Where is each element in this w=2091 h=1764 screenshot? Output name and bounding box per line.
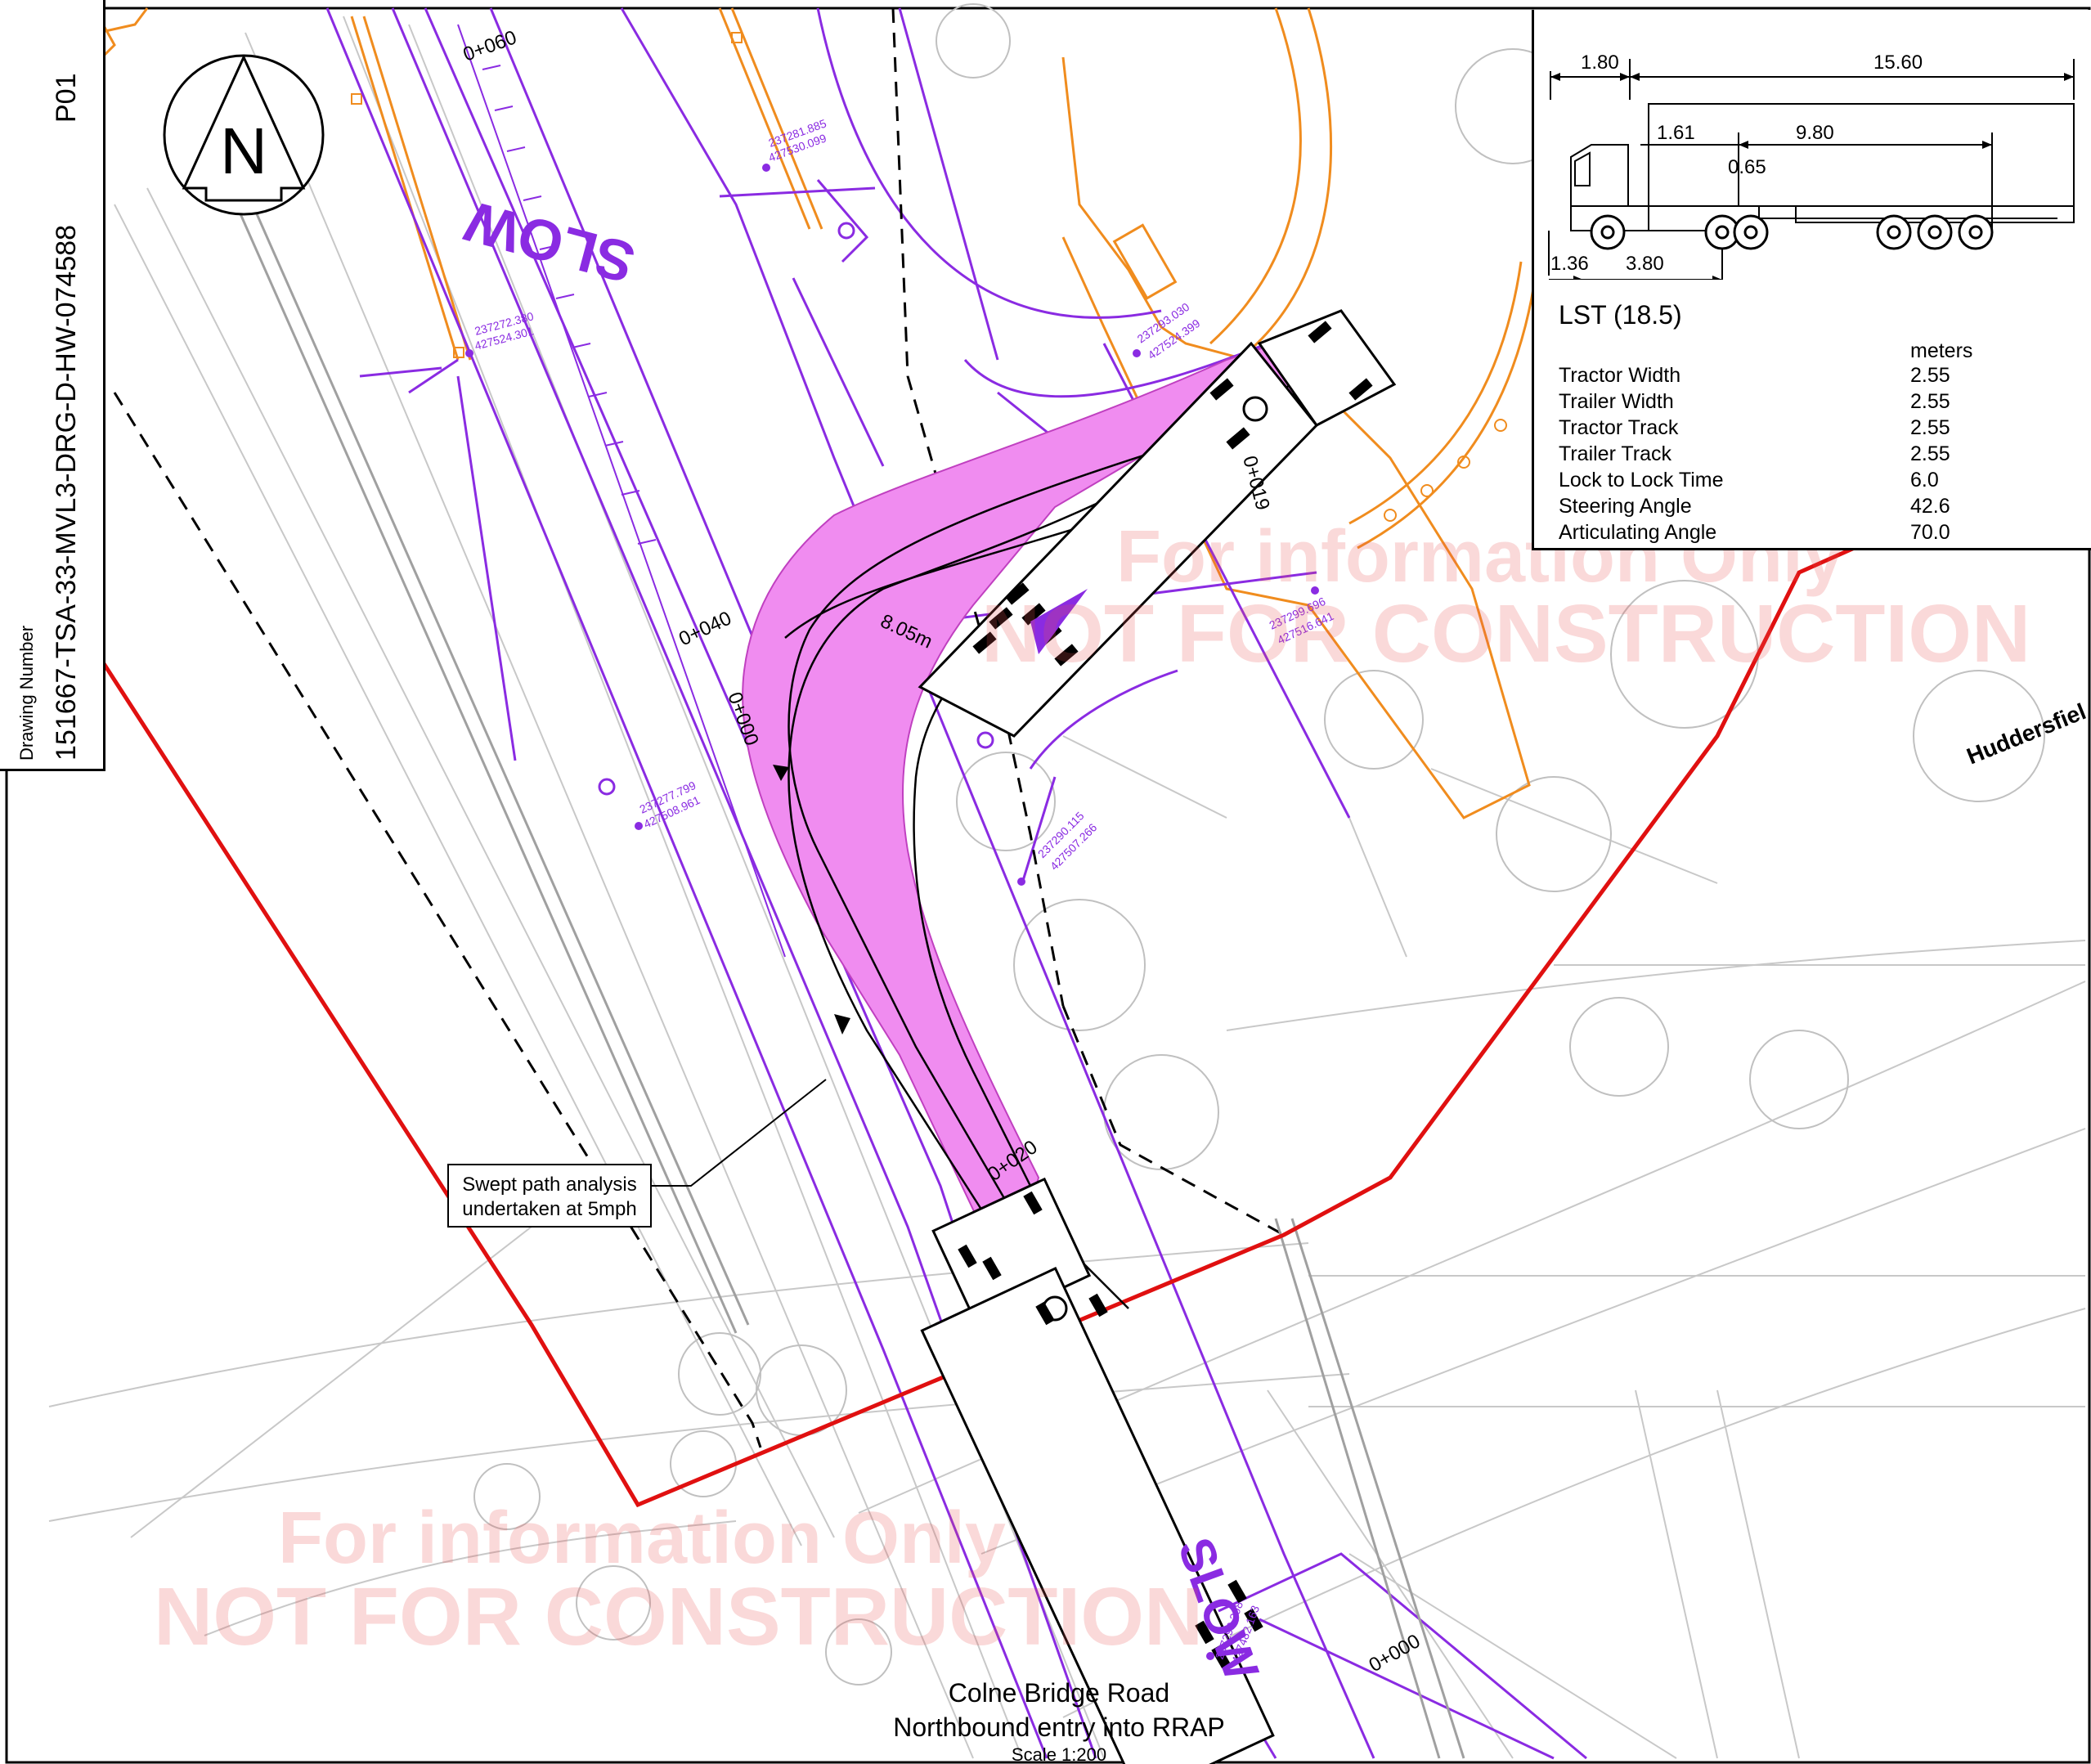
- spec-label: Trailer Track: [1559, 442, 1671, 465]
- kerb-line-grey: [227, 187, 1465, 1759]
- dim-tractor-wheelbase: 3.80: [1626, 253, 1664, 275]
- orange-markers: [351, 32, 1507, 522]
- site-boundary-line: [101, 505, 1948, 1508]
- spec-label: Articulating Angle: [1559, 521, 1717, 544]
- chainage-label-0060: 0+060: [460, 26, 520, 65]
- spec-value: 70.0: [1910, 521, 1950, 544]
- footer-title-line-2: Northbound entry into RRAP: [893, 1712, 1225, 1742]
- spec-value: 42.6: [1910, 495, 1950, 518]
- watermark-lower-line-1: For information Only: [278, 1497, 1006, 1579]
- chainage-centreline: [457, 24, 786, 958]
- dashed-boundaries: [113, 7, 1285, 1448]
- dim-front-overhang: 1.61: [1657, 122, 1695, 144]
- sheet-border: [5, 7, 2091, 1764]
- note-line-1: Swept path analysis: [462, 1174, 636, 1196]
- spec-label: Tractor Track: [1559, 416, 1679, 439]
- vehicle-start-wheels: [958, 1191, 1263, 1669]
- watermark-lower-line-2: NOT FOR CONSTRUCTION: [154, 1571, 1204, 1663]
- drawing-number-label: Drawing Number: [16, 625, 37, 761]
- road-name-label: Huddersfiel: [1963, 698, 2089, 769]
- utility-lines: [325, 7, 1587, 1760]
- spec-value: 2.55: [1910, 442, 1950, 465]
- units-header: meters: [1910, 339, 1973, 362]
- vehicle-diagram: 1.80 15.60 1.61 9.80 0.65 1.36 3.80: [1548, 52, 2075, 280]
- orange-features: [92, 7, 1539, 819]
- drawing-number: 151667-TSA-33-MVL3-DRG-D-HW-074588: [51, 224, 82, 761]
- chainage-label-0000-south: 0+000: [1366, 1630, 1425, 1676]
- revision-code: P01: [51, 73, 82, 123]
- dim-cab-length: 1.80: [1581, 52, 1619, 74]
- spec-value: 2.55: [1910, 364, 1950, 387]
- chainage-label-0040: 0+040: [675, 607, 735, 650]
- dim-overall-length: 15.60: [1873, 52, 1923, 74]
- north-arrow-label: N: [220, 114, 267, 187]
- spec-label: Steering Angle: [1559, 495, 1692, 518]
- note-line-2: undertaken at 5mph: [462, 1198, 636, 1220]
- survey-background-lines: [48, 16, 2086, 1759]
- footer-scale: Scale 1:200: [1012, 1744, 1106, 1764]
- road-marking-slow-north: SLOW: [459, 189, 641, 295]
- vehicle-info-panel: 1.80 15.60 1.61 9.80 0.65 1.36 3.80 LST …: [1532, 10, 2091, 550]
- spec-value: 2.55: [1910, 416, 1950, 439]
- dim-coupling-offset: 0.65: [1728, 156, 1766, 178]
- swept-path-envelope: [742, 342, 1344, 1237]
- spec-value: 2.55: [1910, 390, 1950, 413]
- note-box: [447, 1164, 652, 1228]
- watermark-upper-line-2: NOT FOR CONSTRUCTION: [981, 588, 2031, 680]
- vehicle-name: LST (18.5): [1559, 300, 1682, 330]
- vehicle-start-outline: [920, 1177, 1275, 1764]
- dim-trailer-wheelbase: 9.80: [1796, 122, 1834, 144]
- road-arrow-marking: [1030, 589, 1088, 654]
- north-arrow-icon: N: [163, 54, 325, 216]
- spec-label: Tractor Width: [1559, 364, 1681, 387]
- spec-label: Lock to Lock Time: [1559, 469, 1724, 491]
- dim-front-axle: 1.36: [1550, 253, 1589, 275]
- footer-title-line-1: Colne Bridge Road: [949, 1678, 1169, 1708]
- vehicle-end-outline: [918, 309, 1397, 738]
- spec-value: 6.0: [1910, 469, 1939, 491]
- title-block: Drawing Number 151667-TSA-33-MVL3-DRG-D-…: [0, 0, 105, 771]
- note-leader: [650, 1079, 827, 1187]
- spec-label: Trailer Width: [1559, 390, 1674, 413]
